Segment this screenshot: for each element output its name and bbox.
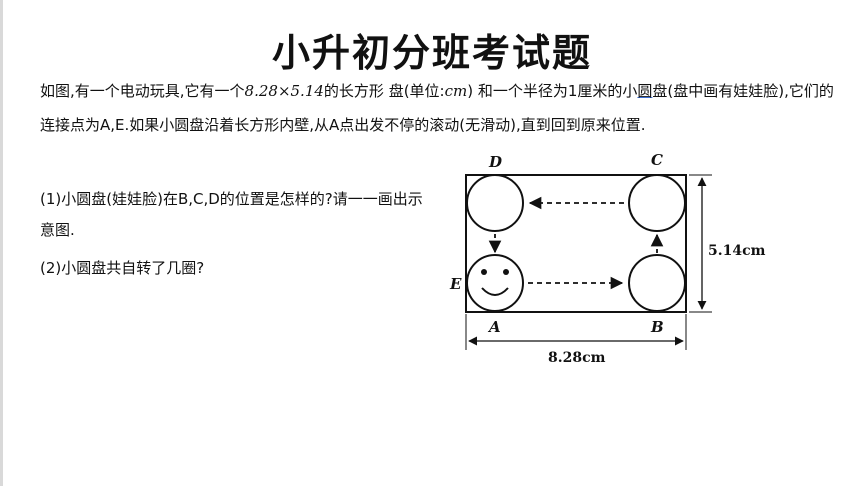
problem-text-2: 的长方形 盘(单位: [323, 82, 445, 100]
problem-unit: cm [444, 82, 468, 100]
problem-text-1: 如图,有一个电动玩具,它有一个 [40, 82, 245, 100]
problem-statement: 如图,有一个电动玩具,它有一个8.28×5.14的长方形 盘(单位:cm) 和一… [40, 74, 840, 142]
disk-at-a-with-face [466, 254, 524, 312]
disk-at-d [466, 174, 524, 232]
label-d: D [488, 153, 502, 171]
width-label: 8.28cm [548, 350, 606, 366]
disk-at-c [628, 174, 686, 232]
page-left-edge [0, 0, 3, 486]
problem-dimensions: 8.28×5.14 [244, 82, 324, 100]
label-b: B [650, 318, 664, 336]
smiley-face-icon [481, 269, 509, 296]
problem-text-3: ) 和一个半径为1厘米的小 [467, 82, 638, 100]
question-2: (2)小圆盘共自转了几圈? [40, 259, 205, 277]
page-title: 小升初分班考试题 [271, 30, 592, 75]
label-c: C [651, 151, 663, 169]
height-label: 5.14cm [708, 243, 766, 259]
label-e: E [449, 275, 462, 293]
question-1: (1)小圆盘(娃娃脸)在B,C,D的位置是怎样的?请一一画出示意图. [40, 190, 423, 239]
disk-at-b [628, 254, 686, 312]
rectangle-tray [465, 174, 687, 313]
problem-text-4: 盘(盘中画有娃娃脸),它们的连接点为A,E.如果小圆盘沿着长方形内壁,从A点出发… [40, 82, 834, 134]
problem-underlined-char: 圆 [637, 82, 653, 100]
label-a: A [487, 318, 501, 336]
